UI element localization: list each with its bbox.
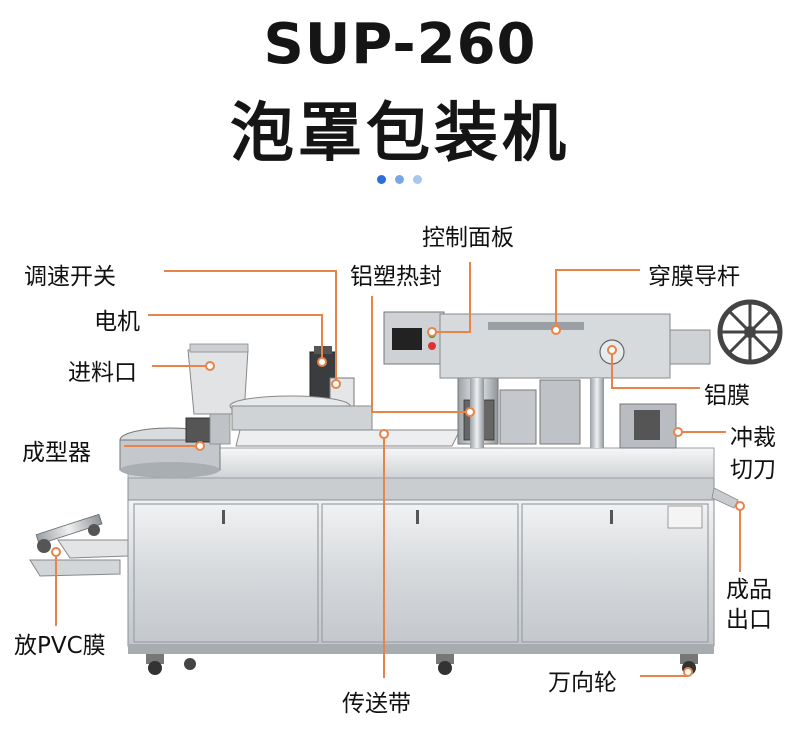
leader-dot-control-panel <box>427 327 437 337</box>
label-pvc-film: 放PVC膜 <box>14 633 106 659</box>
leader-dot-speed-switch <box>331 379 341 389</box>
leader-dot-forming-device <box>195 441 205 451</box>
label-punch-cutter-line1: 冲裁 <box>730 425 776 451</box>
label-punch-cutter-line2: 切刀 <box>730 457 776 483</box>
leader-dot-casters <box>683 667 693 677</box>
carousel-dot-2[interactable] <box>395 175 404 184</box>
leader-dot-aluminum-foil <box>607 345 617 355</box>
leader-control-panel <box>436 262 471 333</box>
label-conveyor-belt: 传送带 <box>342 691 411 717</box>
leader-motor <box>148 314 323 358</box>
label-casters: 万向轮 <box>548 670 617 696</box>
carousel-dot-3[interactable] <box>413 175 422 184</box>
label-film-guide-rod: 穿膜导杆 <box>648 264 740 290</box>
label-motor: 电机 <box>94 309 140 335</box>
punch-cutter-illustration <box>619 403 677 449</box>
leader-speed-switch <box>164 270 337 380</box>
model-title: SUP-260 <box>263 12 537 77</box>
label-product-outlet-line1: 成品 <box>726 577 772 603</box>
label-alu-plastic-seal: 铝塑热封 <box>350 264 442 290</box>
carousel-dot-1[interactable] <box>377 175 386 184</box>
aluminum-reel-illustration <box>669 299 783 365</box>
leader-dot-conveyor-belt <box>379 429 389 439</box>
label-control-panel: 控制面板 <box>422 225 514 251</box>
label-product-outlet-line2: 出口 <box>726 607 772 633</box>
forming-device-illustration <box>119 417 221 478</box>
label-forming-device: 成型器 <box>22 440 91 466</box>
leader-dot-film-guide-rod <box>551 325 561 335</box>
label-speed-switch: 调速开关 <box>24 264 116 290</box>
leader-alu-plastic-seal <box>371 296 466 413</box>
leader-lines <box>55 262 741 678</box>
pvc-roll-illustration <box>29 513 129 577</box>
label-feed-inlet: 进料口 <box>68 360 137 386</box>
leader-dot-feed-inlet <box>205 361 215 371</box>
control-panel-illustration <box>383 311 445 365</box>
leader-dot-product-outlet <box>735 501 745 511</box>
label-aluminum-foil: 铝膜 <box>704 383 750 409</box>
leader-aluminum-foil <box>611 354 700 389</box>
machine-cabinet <box>127 477 715 654</box>
leader-dot-pvc-film <box>51 547 61 557</box>
leader-dot-punch-cutter <box>673 427 683 437</box>
leader-film-guide-rod <box>555 269 640 326</box>
leader-dot-motor <box>317 357 327 367</box>
leader-dot-alu-plastic-seal <box>465 407 475 417</box>
product-name-title: 泡罩包装机 <box>230 97 570 171</box>
conveyor-illustration <box>235 429 461 447</box>
